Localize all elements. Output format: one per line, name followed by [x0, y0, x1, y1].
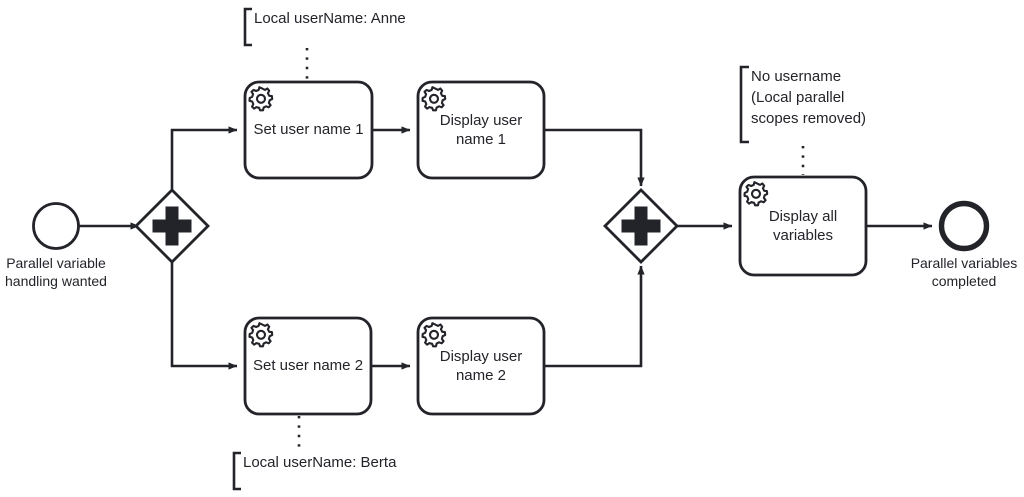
annotation-bracket-berta [232, 451, 241, 491]
end-event-label: Parallel variables completed [910, 255, 1018, 289]
start-event-circle[interactable] [32, 202, 80, 250]
parallel-gateway-split[interactable] [134, 188, 210, 264]
gear-icon [421, 322, 447, 348]
flow-display1-to-join [543, 128, 645, 187]
task-display-user-name-2[interactable] [416, 316, 546, 416]
plus-icon [152, 206, 192, 246]
task-set-user-name-2[interactable] [243, 316, 373, 416]
end-event-circle[interactable] [938, 200, 990, 252]
annotation-label-no-username: No username (Local parallel scopes remov… [751, 68, 867, 127]
parallel-gateway-join[interactable] [603, 188, 679, 264]
plus-icon [621, 206, 661, 246]
gear-icon [421, 86, 447, 112]
flow-split-to-set2 [170, 259, 238, 370]
gear-icon [248, 86, 274, 112]
task-display-user-name-1[interactable] [416, 80, 546, 180]
start-event-label: Parallel variable handling wanted [5, 255, 107, 289]
annotation-label-berta: Local userName: Berta [243, 454, 397, 471]
annotation-bracket-anne [243, 7, 252, 47]
gear-icon [248, 322, 274, 348]
flow-split-to-set1 [170, 126, 238, 193]
annotation-bracket-no-username [739, 65, 749, 144]
annotation-label-anne: Local userName: Anne [254, 10, 406, 27]
gear-icon [743, 181, 769, 207]
task-set-user-name-1[interactable] [243, 80, 374, 180]
task-display-all-variables[interactable] [738, 175, 868, 277]
flow-display2-to-join [543, 265, 645, 368]
